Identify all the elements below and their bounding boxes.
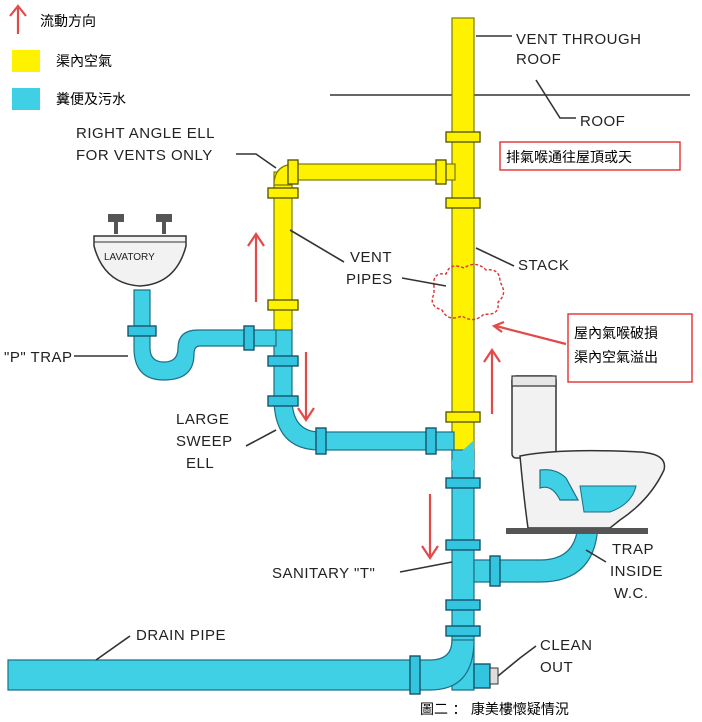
faucet-handle bbox=[108, 214, 124, 222]
stack-joint bbox=[445, 477, 481, 489]
label-p-trap: "P" TRAP bbox=[4, 349, 73, 366]
label-clean-out-2: OUT bbox=[540, 659, 573, 676]
branch-joint bbox=[315, 427, 327, 455]
damage-cloud bbox=[431, 263, 505, 321]
up-arrow-icon bbox=[247, 232, 265, 302]
air-sewage-interface bbox=[452, 440, 474, 470]
clean-out-cap bbox=[489, 667, 499, 685]
label-large-sweep-2: SWEEP bbox=[176, 433, 233, 450]
lavatory-label: LAVATORY bbox=[104, 252, 155, 263]
vent-joint bbox=[287, 159, 299, 185]
legend-air-swatch bbox=[12, 50, 40, 72]
down-arrow-icon bbox=[421, 494, 439, 560]
leader-lines bbox=[74, 35, 607, 677]
label-vent-pipes-2: PIPES bbox=[346, 271, 393, 288]
label-vent-pipes: VENT bbox=[350, 249, 392, 266]
legend-air-in-drain: 渠內空氣 bbox=[56, 54, 112, 70]
stack-pipe bbox=[451, 17, 475, 461]
stack-joint bbox=[445, 411, 481, 423]
legend-sewage-swatch bbox=[12, 88, 40, 110]
waste-pipes bbox=[7, 289, 599, 695]
trap-joint bbox=[243, 325, 255, 351]
label-drain-pipe: DRAIN PIPE bbox=[136, 627, 226, 644]
flow-arrows bbox=[247, 232, 567, 560]
label-sanitary-t: SANITARY "T" bbox=[272, 565, 375, 582]
label-roof: ROOF bbox=[580, 113, 625, 130]
label-trap-inside: TRAP bbox=[612, 541, 654, 558]
label-large-sweep-3: ELL bbox=[186, 455, 214, 472]
vent-joint bbox=[267, 187, 299, 199]
drain-joint bbox=[409, 655, 421, 695]
label-trap-inside-2: INSIDE bbox=[610, 563, 663, 580]
branch-joint bbox=[425, 427, 437, 455]
water-closet bbox=[506, 375, 666, 534]
legend-flow-direction: 流動方向 bbox=[40, 14, 96, 30]
stack-joint bbox=[445, 599, 481, 611]
label-trap-inside-3: W.C. bbox=[614, 585, 649, 602]
sink-basin bbox=[93, 235, 187, 287]
label-large-sweep: LARGE bbox=[176, 411, 229, 428]
callout-damage-line-2: 渠內空氣溢出 bbox=[574, 350, 658, 366]
faucet-handle bbox=[156, 214, 172, 222]
trap-joint bbox=[127, 325, 157, 337]
vent-joint bbox=[267, 355, 299, 367]
label-vent-through-roof-2: ROOF bbox=[516, 51, 561, 68]
wc-tank bbox=[511, 375, 557, 459]
p-trap-pipe bbox=[133, 289, 277, 381]
callout-damage-line-1: 屋內氣喉破損 bbox=[574, 326, 658, 342]
callout-vent-roof-text: 排氣喉通往屋頂或天 bbox=[506, 150, 632, 166]
stack-joint bbox=[445, 539, 481, 551]
callout-vent-roof: 排氣喉通往屋頂或天 bbox=[499, 141, 681, 171]
vent-pipes bbox=[267, 17, 481, 461]
clean-out-plug bbox=[473, 663, 491, 689]
down-arrow-icon bbox=[297, 352, 315, 422]
legend-sewage: 糞便及污水 bbox=[56, 92, 126, 108]
drain-pipe bbox=[7, 639, 475, 691]
stack-joint bbox=[445, 197, 481, 209]
callout-damage: 屋內氣喉破損 渠內空氣溢出 bbox=[567, 313, 693, 383]
up-arrow-icon bbox=[483, 348, 501, 414]
label-right-angle-ell: RIGHT ANGLE ELL bbox=[76, 125, 215, 142]
figure-caption: 圖二 ： 康美樓懷疑情況 bbox=[420, 701, 569, 718]
legend: 流動方向 渠內空氣 糞便及污水 bbox=[9, 4, 126, 110]
floor-line bbox=[506, 528, 648, 534]
vent-joint bbox=[435, 159, 447, 185]
horizontal-vent-pipe bbox=[289, 163, 456, 181]
stack-joint bbox=[445, 625, 481, 637]
arrow-to-cloud-icon bbox=[491, 320, 567, 346]
lavatory-sink: LAVATORY bbox=[93, 214, 187, 287]
label-stack: STACK bbox=[518, 257, 569, 274]
legend-arrow-icon bbox=[9, 4, 27, 34]
stack-joint bbox=[445, 131, 481, 143]
vent-joint bbox=[267, 299, 299, 311]
wc-joint bbox=[489, 555, 501, 587]
labels: VENT THROUGH ROOF ROOF RIGHT ANGLE ELL F… bbox=[4, 31, 663, 676]
label-vent-through-roof: VENT THROUGH bbox=[516, 31, 641, 48]
vent-joint bbox=[267, 395, 299, 407]
label-right-angle-ell-2: FOR VENTS ONLY bbox=[76, 147, 213, 164]
label-clean-out: CLEAN bbox=[540, 637, 593, 654]
